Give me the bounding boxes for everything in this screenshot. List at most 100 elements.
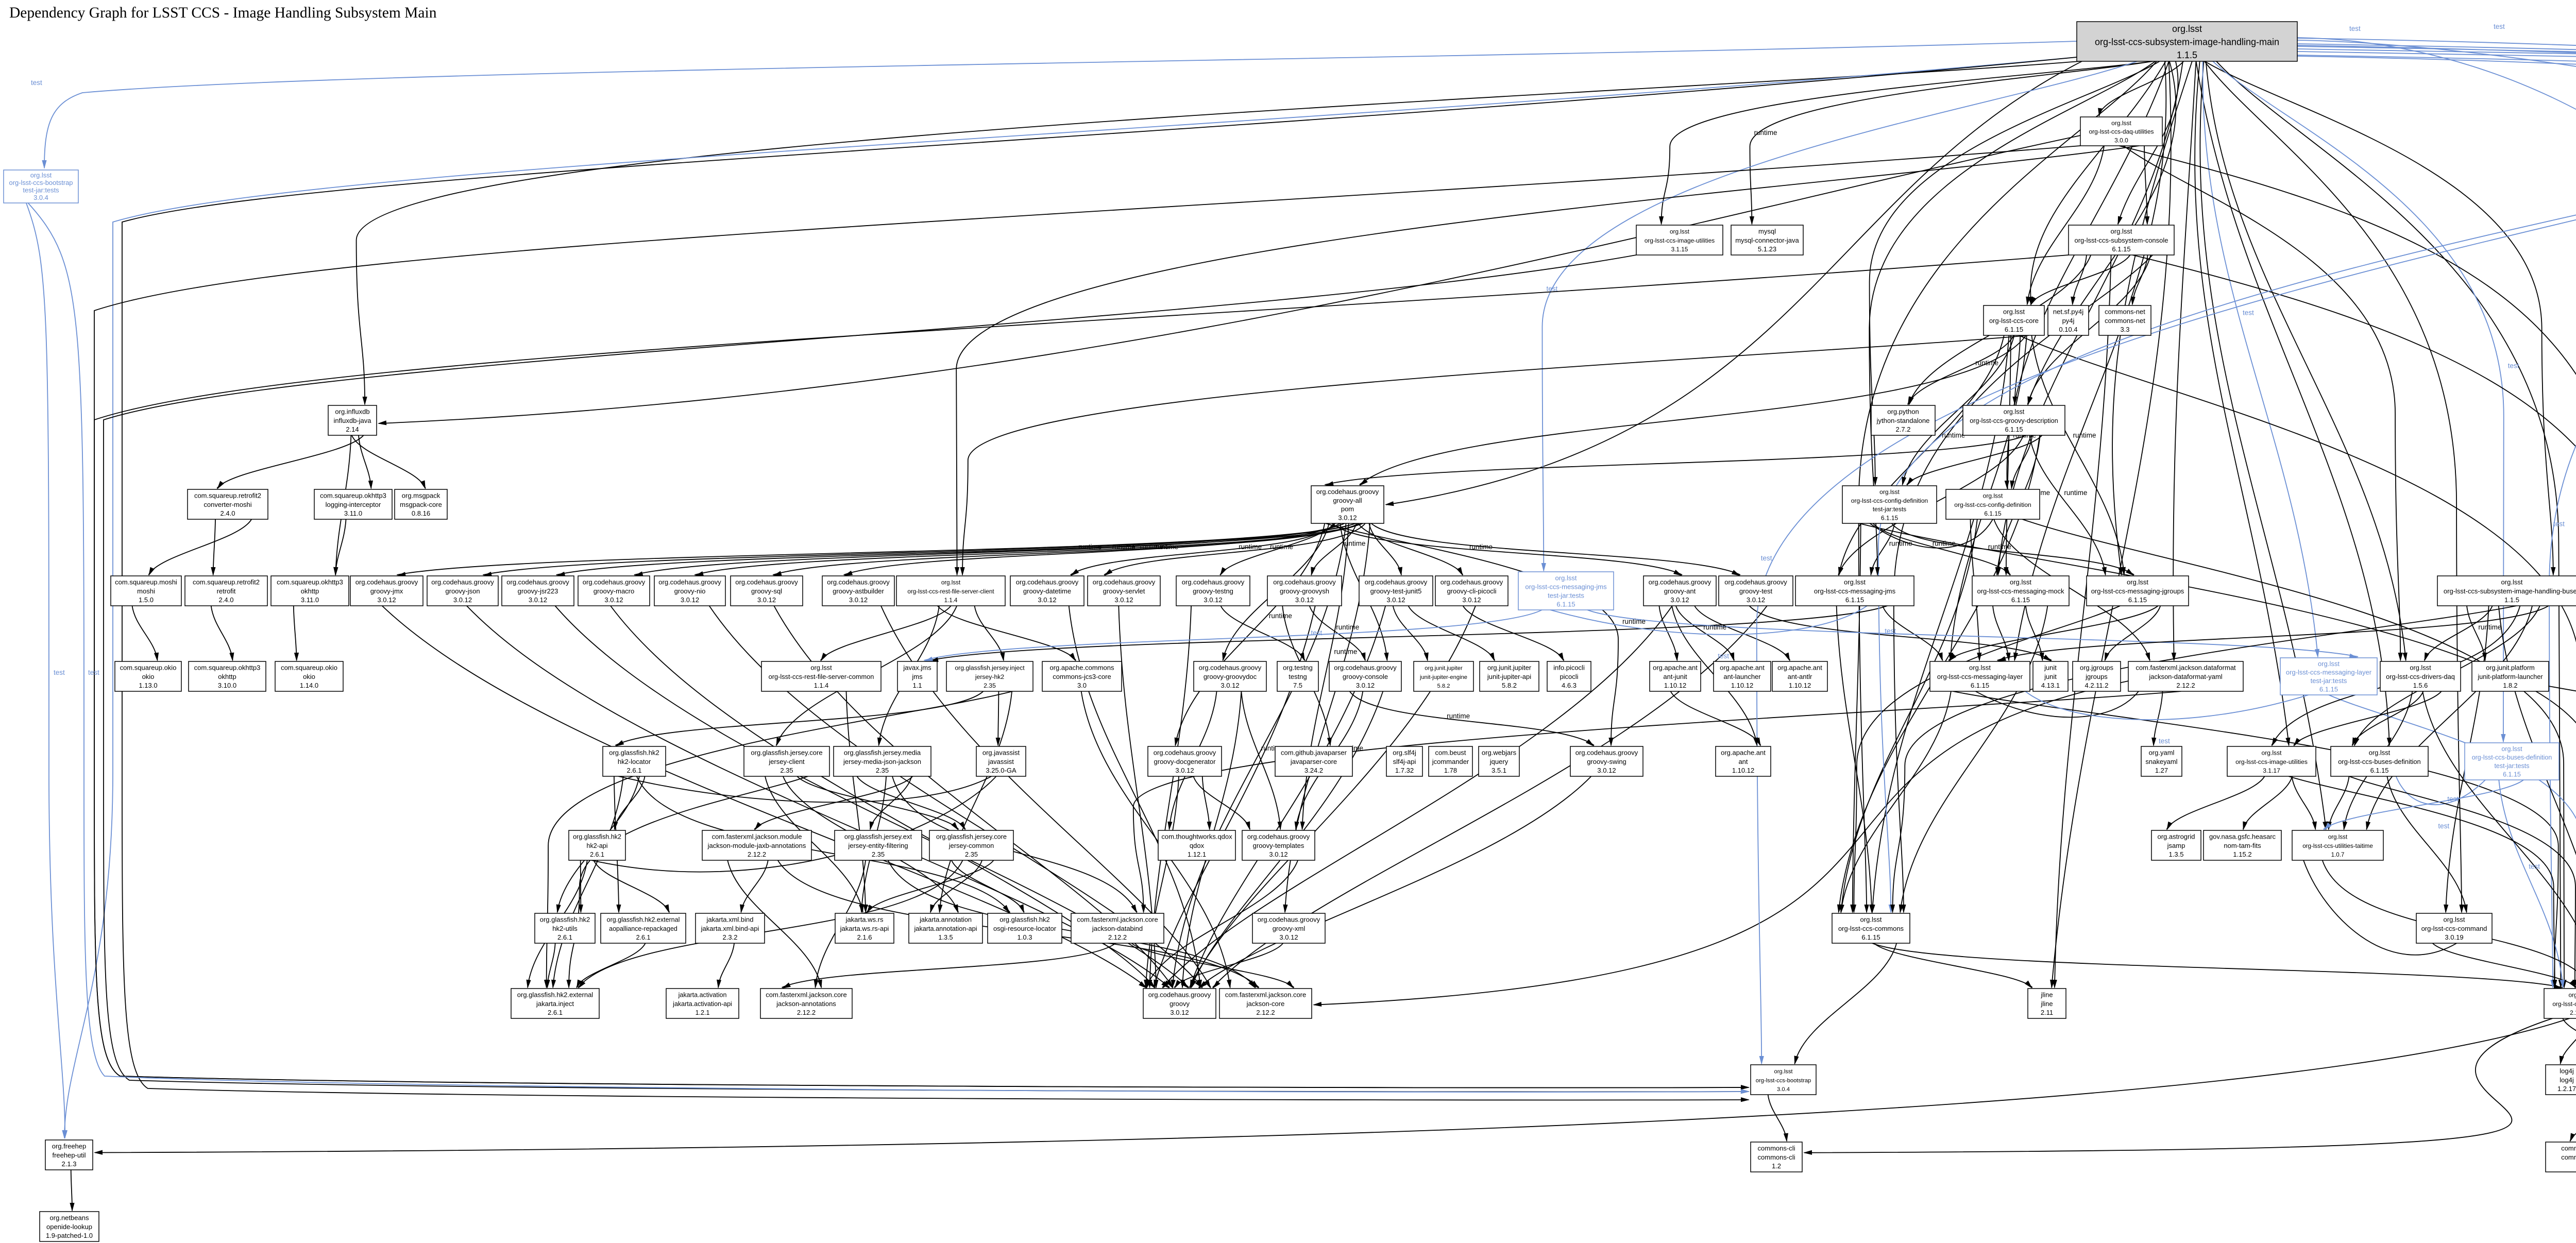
svg-text:1.5.0: 1.5.0 bbox=[139, 596, 154, 604]
svg-text:3.0.12: 3.0.12 bbox=[1279, 933, 1298, 941]
svg-text:runtime: runtime bbox=[1933, 539, 1956, 547]
svg-text:retrofit: retrofit bbox=[217, 587, 236, 595]
svg-text:6.1.15: 6.1.15 bbox=[2005, 326, 2023, 333]
svg-text:2.6.1: 2.6.1 bbox=[636, 934, 651, 941]
svg-text:org.lsst: org.lsst bbox=[810, 664, 832, 672]
svg-text:org.junit.platform: org.junit.platform bbox=[2486, 665, 2535, 672]
svg-text:hk2-utils: hk2-utils bbox=[552, 925, 578, 932]
svg-text:3.0.12: 3.0.12 bbox=[849, 596, 868, 604]
svg-text:runtime: runtime bbox=[1703, 623, 1726, 631]
svg-text:2.3.2: 2.3.2 bbox=[723, 933, 738, 941]
svg-text:msgpack-core: msgpack-core bbox=[400, 501, 442, 508]
svg-text:org.codehaus.groovy: org.codehaus.groovy bbox=[1247, 833, 1310, 841]
svg-text:org.lsst: org.lsst bbox=[2501, 745, 2522, 753]
svg-text:org.lsst: org.lsst bbox=[1844, 578, 1866, 586]
svg-text:groovy: groovy bbox=[1170, 1000, 1190, 1008]
svg-text:groovy-test-junit5: groovy-test-junit5 bbox=[1370, 587, 1422, 595]
svg-text:commons-logging: commons-logging bbox=[2561, 1145, 2576, 1152]
svg-text:1.5.6: 1.5.6 bbox=[2413, 682, 2428, 689]
svg-text:runtime: runtime bbox=[1334, 648, 1357, 656]
svg-text:com.fasterxml.jackson.core: com.fasterxml.jackson.core bbox=[1225, 991, 1307, 999]
svg-text:2.12.2: 2.12.2 bbox=[748, 850, 766, 858]
svg-text:runtime: runtime bbox=[2064, 489, 2087, 497]
svg-text:runtime: runtime bbox=[1622, 618, 1646, 625]
svg-text:4.2.11.2: 4.2.11.2 bbox=[2084, 682, 2108, 689]
svg-text:test-jar:tests: test-jar:tests bbox=[2311, 677, 2347, 685]
svg-text:org.glassfish.hk2.external: org.glassfish.hk2.external bbox=[517, 991, 594, 999]
svg-text:2.4.0: 2.4.0 bbox=[221, 509, 235, 517]
svg-text:6.1.15: 6.1.15 bbox=[2112, 245, 2130, 253]
svg-text:runtime: runtime bbox=[2478, 623, 2501, 631]
svg-text:org.codehaus.groovy: org.codehaus.groovy bbox=[1273, 578, 1336, 586]
svg-text:3.0.12: 3.0.12 bbox=[1114, 596, 1133, 604]
svg-text:2.6.1: 2.6.1 bbox=[627, 767, 642, 774]
svg-text:test-jar:tests: test-jar:tests bbox=[23, 186, 59, 194]
svg-text:commons-net: commons-net bbox=[2105, 317, 2145, 325]
svg-text:test-jar:tests: test-jar:tests bbox=[2494, 762, 2529, 770]
svg-text:3.0.12: 3.0.12 bbox=[1386, 596, 1405, 604]
svg-text:runtime: runtime bbox=[1447, 712, 1470, 720]
svg-text:org.codehaus.groovy: org.codehaus.groovy bbox=[1649, 578, 1711, 586]
svg-text:org-lsst-ccs-subsystem-image-h: org-lsst-ccs-subsystem-image-handling-bu… bbox=[2444, 587, 2576, 595]
svg-text:1.10.12: 1.10.12 bbox=[1789, 682, 1811, 689]
svg-text:5.1.23: 5.1.23 bbox=[1758, 245, 1776, 253]
svg-text:3.0.12: 3.0.12 bbox=[1204, 596, 1222, 604]
svg-text:junit-jupiter-engine: junit-jupiter-engine bbox=[1419, 674, 1467, 680]
svg-text:org.lsst: org.lsst bbox=[2328, 834, 2348, 841]
svg-text:2.11: 2.11 bbox=[2041, 1009, 2053, 1016]
svg-text:2.35: 2.35 bbox=[965, 850, 978, 858]
svg-text:test: test bbox=[2243, 309, 2254, 317]
svg-text:jgroups: jgroups bbox=[2085, 673, 2108, 680]
svg-text:6.1.15: 6.1.15 bbox=[2319, 685, 2338, 693]
svg-text:org.codehaus.groovy: org.codehaus.groovy bbox=[735, 578, 798, 586]
svg-text:jersey-hk2: jersey-hk2 bbox=[975, 673, 1004, 680]
svg-text:groovy-cli-picocli: groovy-cli-picocli bbox=[1447, 587, 1496, 595]
svg-text:hk2-locator: hk2-locator bbox=[618, 758, 651, 765]
svg-text:org.lsst: org.lsst bbox=[1555, 574, 1577, 582]
svg-text:org-lsst-ccs-bootstrap: org-lsst-ccs-bootstrap bbox=[9, 179, 73, 186]
svg-text:org.glassfish.hk2: org.glassfish.hk2 bbox=[609, 749, 659, 757]
svg-text:org.jgroups: org.jgroups bbox=[2080, 664, 2114, 672]
svg-text:test: test bbox=[2508, 362, 2519, 369]
svg-text:6.1.15: 6.1.15 bbox=[1984, 510, 2002, 517]
svg-text:org.codehaus.groovy: org.codehaus.groovy bbox=[1724, 578, 1787, 586]
svg-text:org-lsst-ccs-buses-definition: org-lsst-ccs-buses-definition bbox=[2472, 754, 2552, 761]
svg-text:3.25.0-GA: 3.25.0-GA bbox=[986, 767, 1016, 774]
svg-text:org.glassfish.jersey.core: org.glassfish.jersey.core bbox=[936, 833, 1007, 841]
svg-text:groovy-swing: groovy-swing bbox=[1587, 758, 1626, 765]
svg-text:groovy-docgenerator: groovy-docgenerator bbox=[1154, 758, 1216, 765]
svg-text:2.1.31: 2.1.31 bbox=[2570, 1009, 2576, 1016]
svg-text:org-lsst-ccs-subsystem-image-h: org-lsst-ccs-subsystem-image-handling-ma… bbox=[2095, 37, 2279, 47]
svg-text:7.5: 7.5 bbox=[1293, 682, 1302, 689]
svg-text:6.1.15: 6.1.15 bbox=[1971, 682, 1989, 689]
svg-text:2.12.2: 2.12.2 bbox=[797, 1009, 816, 1016]
svg-text:6.1.15: 6.1.15 bbox=[2503, 771, 2521, 778]
svg-text:aopalliance-repackaged: aopalliance-repackaged bbox=[609, 925, 677, 932]
svg-text:2.6.1: 2.6.1 bbox=[590, 851, 604, 858]
svg-text:ant-launcher: ant-launcher bbox=[1723, 673, 1761, 680]
svg-text:jackson-dataformat-yaml: jackson-dataformat-yaml bbox=[2148, 673, 2222, 680]
svg-text:1.7.32: 1.7.32 bbox=[1395, 767, 1414, 774]
svg-text:snakeyaml: snakeyaml bbox=[2145, 758, 2177, 765]
svg-text:org.lsst: org.lsst bbox=[2172, 24, 2202, 34]
svg-text:6.1.15: 6.1.15 bbox=[1881, 514, 1899, 521]
svg-text:org.netbeans: org.netbeans bbox=[50, 1214, 89, 1222]
svg-text:jersey-media-json-jackson: jersey-media-json-jackson bbox=[843, 758, 921, 765]
svg-text:runtime: runtime bbox=[1140, 543, 1163, 551]
svg-text:1.1.5: 1.1.5 bbox=[2504, 596, 2519, 604]
svg-text:6.1.15: 6.1.15 bbox=[2370, 767, 2389, 774]
svg-text:test: test bbox=[2529, 862, 2540, 870]
svg-text:org-lsst-ccs-messaging-jgroups: org-lsst-ccs-messaging-jgroups bbox=[2091, 587, 2184, 595]
svg-text:3.0.12: 3.0.12 bbox=[604, 596, 623, 604]
svg-text:com.fasterxml.jackson.core: com.fasterxml.jackson.core bbox=[766, 991, 847, 999]
svg-text:moshi: moshi bbox=[137, 587, 155, 595]
svg-text:5.8.2: 5.8.2 bbox=[1437, 683, 1450, 689]
svg-text:org.glassfish.jersey.media: org.glassfish.jersey.media bbox=[844, 749, 921, 757]
svg-text:junit-platform-launcher: junit-platform-launcher bbox=[2477, 673, 2543, 680]
svg-text:org-lsst-ccs-buses-definition: org-lsst-ccs-buses-definition bbox=[2338, 758, 2420, 765]
svg-text:org.codehaus.groovy: org.codehaus.groovy bbox=[1258, 916, 1320, 924]
svg-text:freehep-util: freehep-util bbox=[52, 1151, 86, 1159]
svg-text:com.squareup.moshi: com.squareup.moshi bbox=[115, 578, 177, 586]
svg-text:org-lsst-ccs-config-definition: org-lsst-ccs-config-definition bbox=[1954, 501, 2031, 508]
svg-text:3.1.17: 3.1.17 bbox=[2263, 767, 2280, 774]
